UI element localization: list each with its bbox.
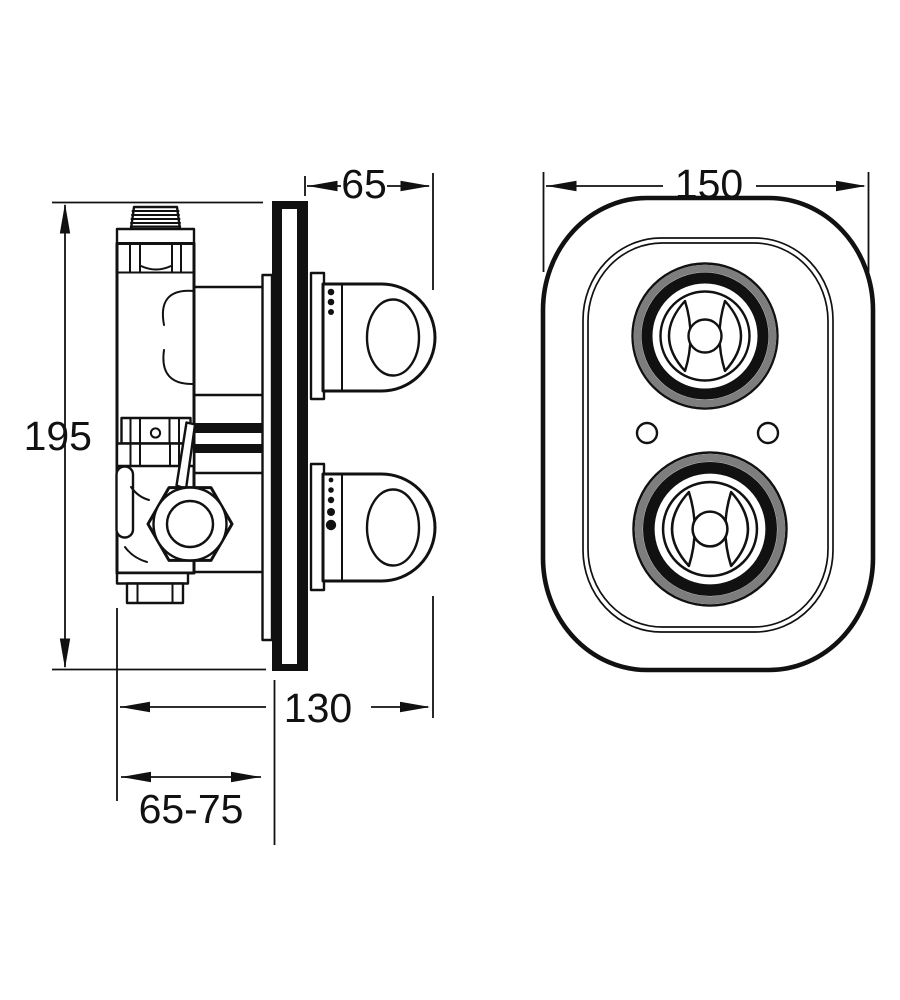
- plate-channel-inner: [282, 209, 297, 664]
- dim-faceplate-width-label: 150: [675, 161, 743, 207]
- dim-recess-depth-label: 65-75: [139, 786, 244, 832]
- front-view: [540, 195, 876, 673]
- side-view: [115, 201, 437, 671]
- flow-knob-front[interactable]: [634, 453, 787, 606]
- dim-faceplate-width: 150: [542, 161, 870, 272]
- faceplate-inner-contour-inner: [587, 242, 829, 628]
- body-curve-mark-upper: [130, 486, 150, 501]
- pipe-thread-lines: [129, 210, 182, 228]
- hex-union-inlet: [146, 486, 234, 562]
- upper-block-row: [120, 416, 192, 445]
- upper-knob-scale-dots: [327, 288, 335, 315]
- valve-body: [115, 205, 234, 605]
- dim-recess-depth: 65-75: [121, 680, 276, 845]
- outlet-collar: [115, 227, 196, 245]
- faceplate-screw-hole-right: [756, 421, 780, 445]
- fixing-hole: [149, 427, 162, 439]
- union-nut-band: [116, 242, 195, 274]
- dim-front-projection-label: 65: [341, 161, 387, 207]
- faceplate-outline: [540, 195, 876, 673]
- mid-section-blocks: [115, 416, 196, 468]
- faceplate-inner-contour-outer: [582, 237, 834, 633]
- upper-cartridge-housing: [192, 285, 268, 397]
- wall-plate-section: [261, 201, 326, 671]
- base-plate: [115, 571, 190, 585]
- dim-overall-depth-label: 130: [284, 685, 352, 731]
- mounting-bracket-top-bar: [194, 423, 266, 433]
- dim-overall-height-label: 195: [24, 413, 92, 459]
- inlet-bore-circle: [165, 499, 215, 549]
- lower-knob-scale-dots: [325, 477, 337, 531]
- temperature-knob-front[interactable]: [633, 264, 778, 409]
- upper-knob-end-ellipse: [365, 298, 421, 377]
- cartridge-dome-arcs: [161, 289, 195, 386]
- upper-knob-side: [321, 282, 437, 393]
- plate-left-rail: [261, 273, 274, 642]
- dim-front-projection: 65: [304, 161, 434, 290]
- dimension-annotations: 195 65 150: [24, 161, 870, 845]
- lower-knob-side: [321, 472, 437, 583]
- lower-block-row: [115, 442, 196, 468]
- dim-overall-height: 195: [24, 201, 266, 671]
- base-feet: [125, 582, 185, 605]
- mounting-bracket-bottom-bar: [194, 444, 266, 453]
- faceplate-screw-hole-left: [635, 421, 659, 445]
- side-clip: [115, 465, 135, 539]
- lower-knob-end-ellipse: [365, 488, 421, 567]
- body-curve-mark-lower: [124, 546, 148, 563]
- dim-overall-depth: 130: [116, 596, 434, 801]
